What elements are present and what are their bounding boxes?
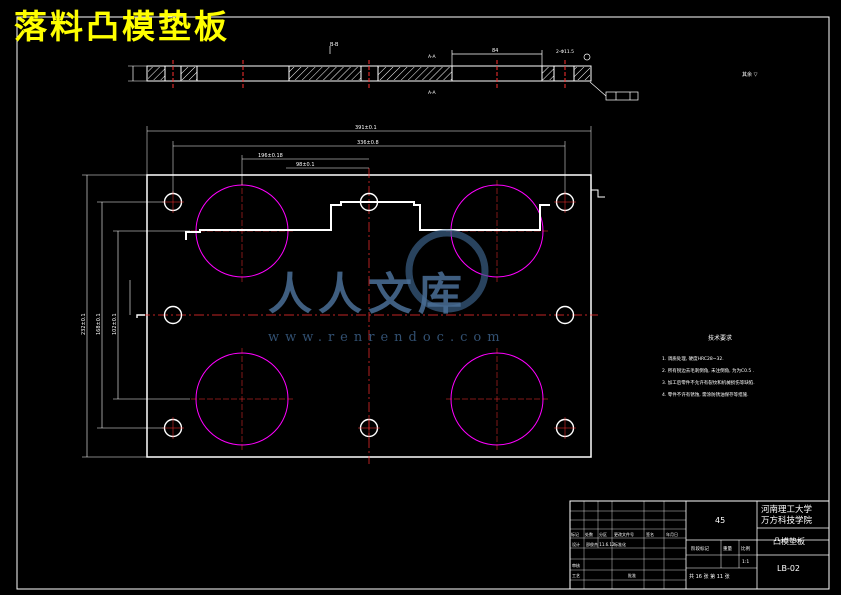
tech-item: 1. 调质处理, 硬度HRC28~32. xyxy=(662,355,724,362)
hatch-region xyxy=(378,67,452,80)
screw-hole xyxy=(163,305,183,325)
plan-view xyxy=(136,168,605,464)
tech-item: 4. 零件不许有锈蚀, 需涂防锈油保存等措施. xyxy=(662,391,749,398)
header-cell: 签名 xyxy=(646,531,654,537)
header-cell: 处数 xyxy=(585,531,593,537)
horizontal-dimensions: 391±0.1 336±0.8 196±0.18 98±0.1 xyxy=(146,125,592,193)
roughness-note: 其余 ▽ xyxy=(742,71,758,78)
standard-label: 标准化 xyxy=(614,541,626,547)
header-cell: 标记 xyxy=(571,531,579,537)
section-cut-line xyxy=(185,201,550,240)
header-cell: 分区 xyxy=(599,531,607,537)
process-label: 工艺 xyxy=(572,573,580,578)
drawing-number: LB-02 xyxy=(777,564,800,573)
header-cell: 更改文件号 xyxy=(614,531,634,537)
stage-label: 阶段标记 xyxy=(691,545,709,552)
watermark-logo: 人人文库 xyxy=(268,269,468,320)
screw-hole xyxy=(554,417,576,439)
hatch-region xyxy=(574,67,590,80)
section-mark: A-A xyxy=(428,90,437,96)
tech-requirements: 技术要求 1. 调质处理, 硬度HRC28~32. 2. 所有锐边去毛刺倒角, … xyxy=(662,334,755,398)
hatch-region xyxy=(148,67,165,80)
watermark-ring xyxy=(405,229,489,313)
dim-text: 98±0.1 xyxy=(296,162,315,168)
screw-hole xyxy=(555,305,575,325)
section-label: B-B xyxy=(330,42,339,48)
section-mark: A-A xyxy=(428,54,437,60)
material: 45 xyxy=(715,516,725,525)
approve-label: 批准 xyxy=(628,572,636,578)
tech-heading: 技术要求 xyxy=(708,334,732,342)
school-name: 河南理工大学 xyxy=(761,504,813,515)
title-block: 标记 处数 分区 更改文件号 签名 年月日 设计 邵俊杰 11.6.12 标准化… xyxy=(569,500,830,590)
design-label: 设计 xyxy=(572,541,580,547)
tech-item: 3. 加工后零件不允许有裂纹和机械损伤等缺陷. xyxy=(662,379,755,386)
section-view: B-B A-A A-A 84 2-Φ11.5 xyxy=(128,42,639,101)
part-name: 凸模垫板 xyxy=(773,536,805,546)
tech-item: 2. 所有锐边去毛刺倒角, 未注倒角, 为为C0.5 . xyxy=(662,367,754,374)
screw-hole xyxy=(358,417,380,439)
screw-hole xyxy=(162,417,184,439)
tolerance-frame xyxy=(605,91,639,101)
hatch-region xyxy=(181,67,197,80)
design-row: 邵俊杰 11.6.12 xyxy=(586,541,615,547)
hatch-region xyxy=(289,67,361,80)
weight-label: 重量 xyxy=(723,545,732,552)
vertical-dimensions: 232±0.1 168±0.1 102±0.1 xyxy=(81,174,190,458)
section-mark: 2-Φ11.5 xyxy=(556,49,574,55)
dim-text: 168±0.1 xyxy=(96,313,102,335)
dim-text: 232±0.1 xyxy=(81,313,87,335)
scale-value: 1:1 xyxy=(742,559,749,565)
dim-text: 196±0.18 xyxy=(258,153,283,159)
screw-hole xyxy=(162,191,184,213)
dim-text: 391±0.1 xyxy=(355,125,377,131)
sheet-count: 共 16 张 第 11 张 xyxy=(689,573,730,580)
watermark-url: www.renrendoc.com xyxy=(268,330,506,345)
drawing-frame xyxy=(16,16,830,590)
section-mark: 84 xyxy=(492,48,498,54)
dim-text: 336±0.8 xyxy=(357,140,379,146)
drawing-title: 落料凸模垫板 xyxy=(14,7,230,46)
screw-hole xyxy=(554,191,576,213)
hatch-region xyxy=(542,67,554,80)
dim-text: 102±0.1 xyxy=(112,313,118,335)
school-name: 万方科技学院 xyxy=(761,515,813,526)
header-cell: 年月日 xyxy=(666,531,678,537)
scale-label: 比例 xyxy=(741,545,750,552)
review-label: 审核 xyxy=(572,562,580,568)
